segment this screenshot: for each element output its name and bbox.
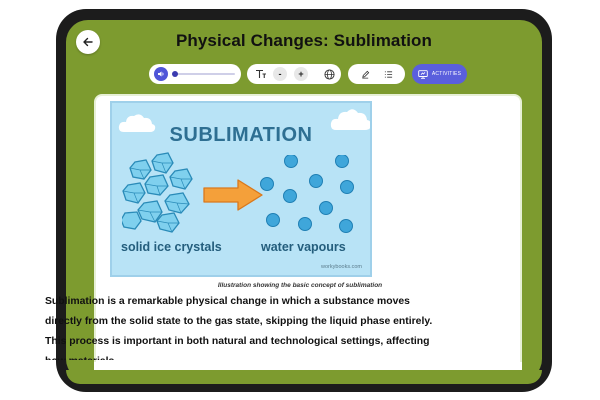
cloud-right-icon [330, 109, 370, 130]
text-size-button[interactable] [255, 69, 267, 79]
translate-button[interactable] [324, 68, 335, 80]
annotation-tools-group [348, 64, 405, 84]
audio-progress-thumb[interactable] [172, 71, 178, 77]
figure-caption: Illustration showing the basic concept o… [217, 282, 383, 289]
lesson-paragraph: Sublimation is a remarkable physical cha… [45, 296, 433, 360]
illustration-label-solid: solid ice crystals [121, 240, 222, 254]
audio-player [149, 64, 241, 84]
pencil-icon [362, 70, 370, 78]
illustration-credit: workybooks.com [321, 264, 362, 270]
activities-label: ACTIVITIES [431, 71, 462, 77]
activities-button[interactable]: ACTIVITIES [412, 64, 467, 84]
illustration-label-gas: water vapours [261, 240, 346, 254]
text-tools-group: - + [247, 64, 341, 84]
monitor-icon [418, 69, 428, 79]
back-arrow-icon [83, 37, 93, 47]
audio-progress-track[interactable] [172, 71, 235, 77]
cloud-left-icon [118, 114, 156, 132]
audio-play-button[interactable] [154, 67, 168, 81]
globe-icon [324, 68, 335, 80]
text-size-icon [256, 69, 266, 78]
page-title: Physical Changes: Sublimation [175, 31, 433, 50]
volume-icon [158, 71, 164, 77]
font-increase-button[interactable]: + [294, 67, 308, 81]
illustration-title: SUBLIMATION [169, 124, 313, 146]
screen-bottom-frame [66, 370, 542, 384]
back-button[interactable] [76, 30, 100, 54]
water-vapour-icon [260, 155, 354, 233]
list-icon [384, 70, 393, 78]
highlight-button[interactable] [361, 70, 370, 79]
font-decrease-button[interactable]: - [273, 67, 287, 81]
content-bottom-edge [94, 362, 522, 370]
ice-crystals-icon [122, 152, 193, 233]
tablet-bottom-bezel [56, 380, 552, 392]
outline-button[interactable] [384, 70, 393, 79]
sublimation-illustration: SUBLIMATION [110, 101, 372, 277]
arrow-right-icon [203, 179, 263, 211]
